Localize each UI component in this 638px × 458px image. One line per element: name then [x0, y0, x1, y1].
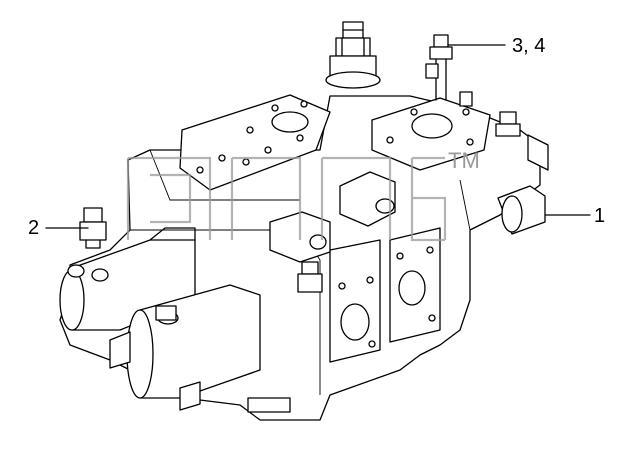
side-plugs	[155, 305, 291, 413]
leader-lines	[45, 44, 591, 229]
callout-2: 2	[28, 217, 39, 239]
fitting-2	[79, 207, 107, 249]
plug-1	[497, 185, 546, 235]
fitting-3-4	[425, 34, 453, 101]
lower-fitting	[297, 261, 323, 293]
trademark-label: TM	[448, 148, 480, 173]
right-fittings	[459, 91, 549, 171]
top-center-fitting	[325, 21, 381, 89]
watermark-logo: TM	[126, 148, 480, 242]
callout-3-4: 3, 4	[512, 35, 545, 57]
callout-1: 1	[594, 205, 605, 227]
